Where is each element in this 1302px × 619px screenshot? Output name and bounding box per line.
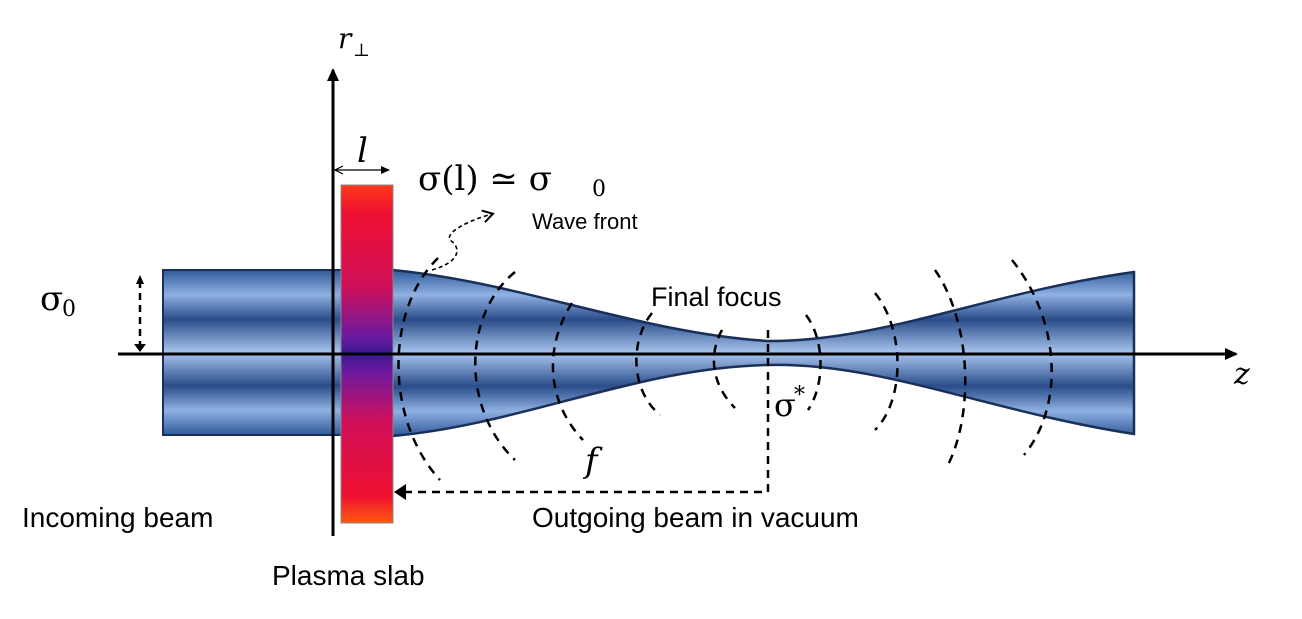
sigma-equation-sub: 0 [592, 177, 606, 202]
sigma-zero-sub: 0 [62, 297, 76, 322]
axis-r-sub: ⊥ [353, 40, 370, 61]
sigma-equation: σ(l) ≃ σ [418, 159, 552, 199]
sigma-star-sup: * [794, 383, 805, 408]
slab-length-label: l [357, 131, 368, 171]
plasma-slab-label: Plasma slab [272, 560, 425, 591]
sigma-star-label: σ [774, 386, 796, 424]
wave-front-label: Wave front [532, 209, 638, 234]
wave-fronts [397, 257, 1053, 481]
focal-length-label: f [582, 441, 603, 481]
axis-r-label: r [338, 22, 353, 55]
incoming-beam-label: Incoming beam [22, 502, 213, 533]
final-focus-label: Final focus [651, 282, 782, 312]
outgoing-beam-label: Outgoing beam in vacuum [532, 502, 859, 533]
axis-z-label: z [1233, 357, 1250, 392]
wave-front-pointer [431, 209, 495, 271]
sigma-zero-label: σ [40, 279, 63, 319]
